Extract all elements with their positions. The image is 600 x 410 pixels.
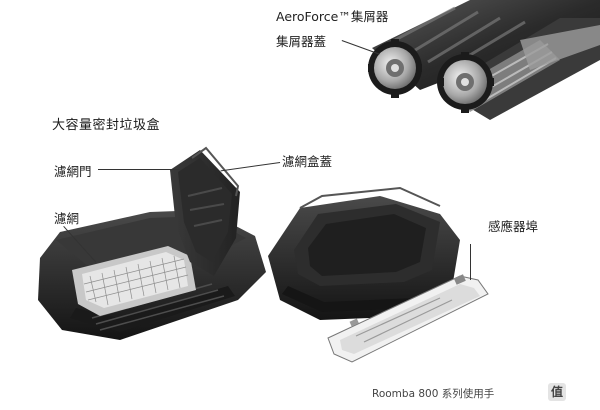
bin-with-sensor-port-drawing [268, 186, 489, 363]
extractor-cover-label: 集屑器蓋 [276, 34, 327, 49]
filter-label: 濾網 [54, 211, 80, 226]
sensor-port-label: 感應器埠 [488, 219, 539, 234]
aeroforce-extractors-label: AeroForce™集屑器 [276, 9, 389, 24]
aeroforce-extractors-drawing [368, 0, 600, 120]
filter-cover-label: 濾網盒蓋 [282, 154, 333, 169]
filter-door-leader [98, 169, 180, 170]
page-mark-badge: 值 [548, 383, 566, 401]
filter-door-label: 濾網門 [54, 164, 92, 179]
manual-footer: Roomba 800 系列使用手 [372, 388, 495, 400]
section-heading: 大容量密封垃圾盒 [52, 118, 161, 133]
sensor-port-leader [470, 244, 471, 280]
high-capacity-bin-drawing [38, 146, 266, 340]
